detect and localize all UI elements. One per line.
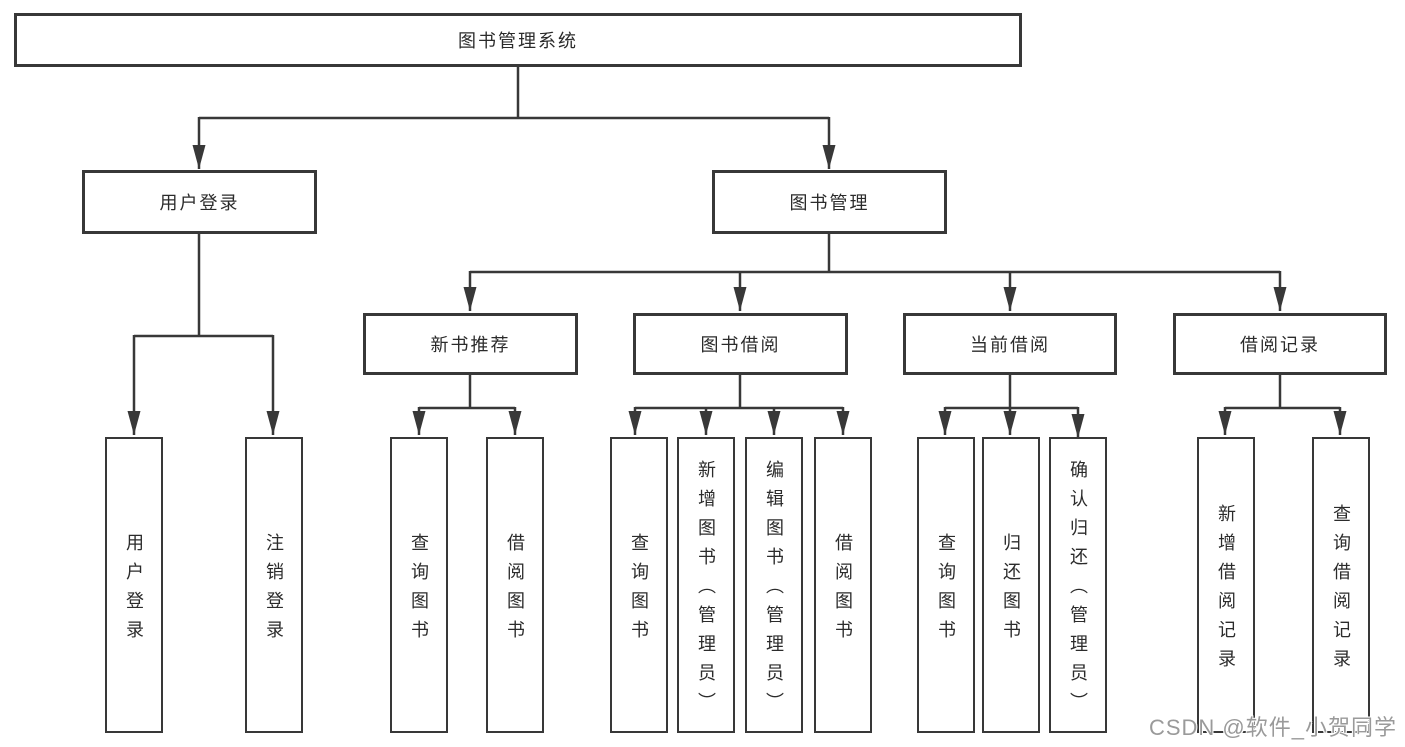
leaf-label: 新增借阅记录 — [1216, 503, 1236, 678]
node-user-login: 用户登录 — [82, 170, 317, 234]
node-library-management-system: 图书管理系统 — [14, 13, 1022, 67]
leaf-return-books: 归还图书 — [982, 437, 1040, 733]
leaf-label: 注销登录 — [264, 532, 284, 649]
node-label: 用户登录 — [159, 193, 240, 213]
leaf-query-borrow-record: 查询借阅记录 — [1312, 437, 1370, 733]
node-book-management: 图书管理 — [712, 170, 947, 234]
node-label: 借阅记录 — [1240, 335, 1320, 355]
leaf-borrow-books: 借阅图书 — [486, 437, 544, 733]
leaf-label: 查询图书 — [936, 532, 956, 649]
csdn-watermark: CSDN @软件_小贺同学 — [1148, 715, 1397, 740]
node-book-borrowing: 图书借阅 — [633, 313, 848, 375]
leaf-query-books: 查询图书 — [390, 437, 448, 733]
leaf-add-borrow-record: 新增借阅记录 — [1197, 437, 1255, 733]
leaf-label: 新增图书（管理员） — [696, 460, 716, 721]
node-label: 当前借阅 — [970, 335, 1050, 355]
node-current-borrowing: 当前借阅 — [903, 313, 1117, 375]
node-label: 图书管理系统 — [458, 31, 578, 51]
node-label: 新书推荐 — [430, 335, 511, 355]
node-borrowing-records: 借阅记录 — [1173, 313, 1387, 375]
leaf-label: 借阅图书 — [833, 532, 853, 649]
leaf-label: 查询图书 — [409, 532, 429, 649]
leaf-label: 查询借阅记录 — [1331, 503, 1351, 678]
leaf-confirm-return-admin: 确认归还（管理员） — [1049, 437, 1107, 733]
leaf-label: 确认归还（管理员） — [1068, 460, 1088, 721]
leaf-label: 编辑图书（管理员） — [764, 460, 784, 721]
node-new-book-recommendation: 新书推荐 — [363, 313, 578, 375]
leaf-query-books: 查询图书 — [917, 437, 975, 733]
leaf-add-books-admin: 新增图书（管理员） — [677, 437, 735, 733]
leaf-query-books: 查询图书 — [610, 437, 668, 733]
leaf-user-login: 用户登录 — [105, 437, 163, 733]
leaf-label: 归还图书 — [1001, 532, 1021, 649]
leaf-label: 用户登录 — [124, 532, 144, 649]
leaf-borrow-books: 借阅图书 — [814, 437, 872, 733]
node-label: 图书借阅 — [700, 335, 781, 355]
leaf-label: 借阅图书 — [505, 532, 525, 649]
leaf-label: 查询图书 — [629, 532, 649, 649]
leaf-logout: 注销登录 — [245, 437, 303, 733]
node-label: 图书管理 — [789, 193, 870, 213]
leaf-edit-books-admin: 编辑图书（管理员） — [745, 437, 803, 733]
